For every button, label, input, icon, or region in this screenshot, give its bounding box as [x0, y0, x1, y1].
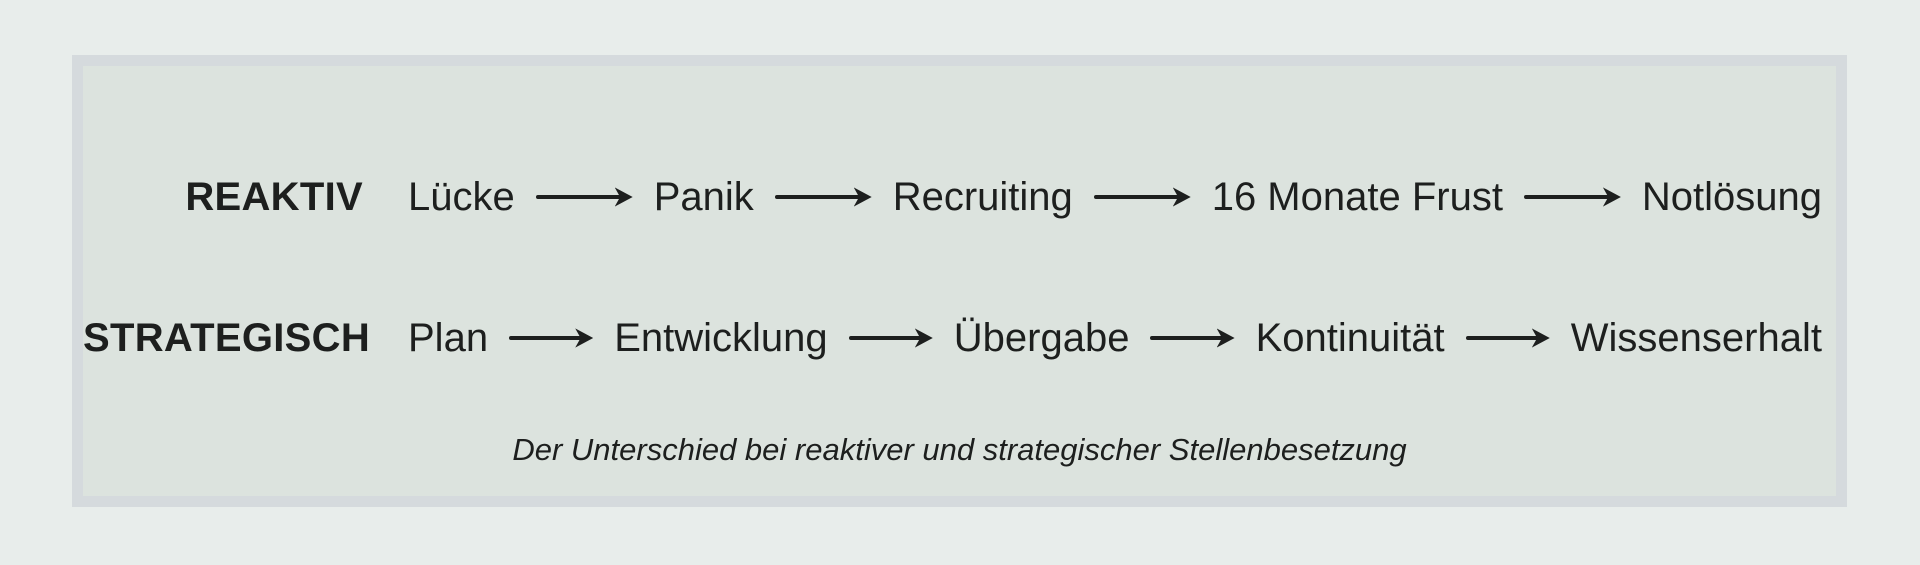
arrow-right-icon	[1523, 187, 1621, 207]
comparison-panel: REAKTIV Lücke Panik Recruiting 16 Monate…	[72, 55, 1847, 507]
arrow-right-icon	[848, 328, 933, 348]
flow-sequence-strategisch: Plan Entwicklung Übergabe Kontinuität Wi…	[408, 314, 1836, 362]
flow-step: Recruiting	[892, 175, 1073, 219]
arrow-right-icon	[535, 187, 633, 207]
flow-step: Lücke	[408, 175, 515, 219]
flow-step: Notlösung	[1641, 175, 1823, 219]
flow-step: Übergabe	[953, 316, 1130, 360]
flow-sequence-reaktiv: Lücke Panik Recruiting 16 Monate Frust N…	[408, 173, 1836, 221]
arrow-right-icon	[1150, 328, 1234, 348]
flow-step: Kontinuität	[1255, 316, 1445, 360]
flow-step: Plan	[408, 316, 489, 360]
flow-step: 16 Monate Frust	[1211, 175, 1503, 219]
row-label-reaktiv: REAKTIV	[185, 175, 363, 219]
flow-step: Panik	[653, 175, 754, 219]
arrow-right-icon	[774, 187, 872, 207]
figure-caption: Der Unterschied bei reaktiver und strate…	[512, 432, 1407, 467]
row-label-strategisch: STRATEGISCH	[83, 316, 371, 360]
arrow-right-icon	[1093, 187, 1191, 207]
flow-row-strategisch: STRATEGISCH Plan Entwicklung Übergabe Ko…	[83, 314, 1836, 362]
flow-row-reaktiv: REAKTIV Lücke Panik Recruiting 16 Monate…	[83, 173, 1836, 221]
arrow-right-icon	[1465, 328, 1550, 348]
flow-step: Entwicklung	[614, 316, 828, 360]
arrow-right-icon	[509, 328, 593, 348]
flow-step: Wissenserhalt	[1570, 316, 1822, 360]
